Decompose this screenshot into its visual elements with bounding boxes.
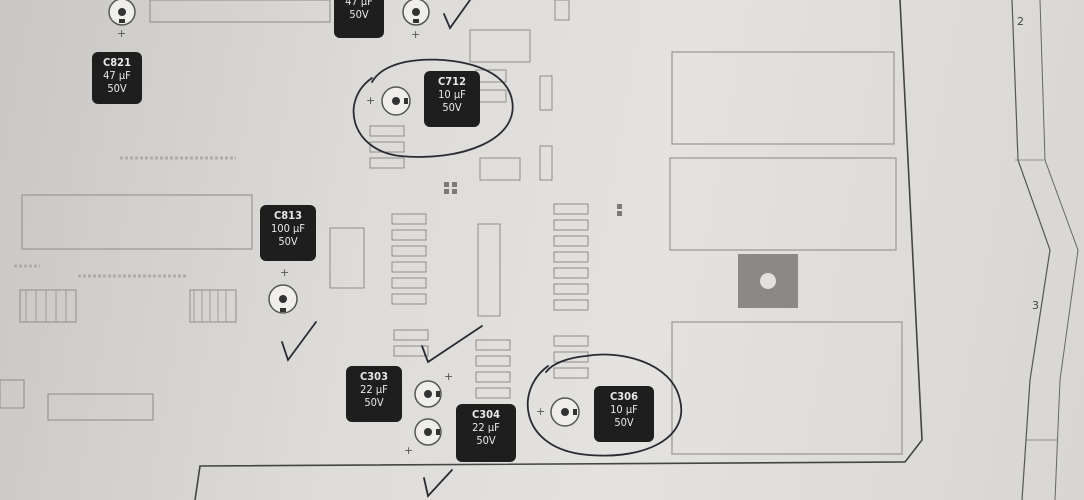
capacitor-value: 100 µF xyxy=(270,222,305,235)
capacitor-label-top: 47 µF 50V xyxy=(334,0,384,38)
polarity-plus: + xyxy=(411,28,421,41)
capacitor-ref: C306 xyxy=(610,390,638,403)
capacitor-value: 47 µF xyxy=(345,0,373,8)
polarity-plus: + xyxy=(536,405,546,418)
polarity-plus: + xyxy=(404,444,414,457)
check-mark xyxy=(281,321,317,362)
capacitor-ref: C821 xyxy=(103,56,131,69)
capacitor-label-c712: C712 10 µF 50V xyxy=(424,71,480,127)
capacitor-label-c821: C821 47 µF 50V xyxy=(92,52,142,104)
margin-mark: 3 xyxy=(1032,299,1039,312)
capacitor-voltage: 50V xyxy=(349,8,369,21)
polarity-plus: + xyxy=(117,27,127,40)
component-outline xyxy=(47,393,154,421)
capacitor-ref: C712 xyxy=(438,75,466,88)
board-outline xyxy=(194,0,923,500)
capacitor-voltage: 50V xyxy=(364,396,384,409)
capacitor-voltage: 50V xyxy=(107,82,127,95)
component-outline xyxy=(149,0,331,23)
polarity-plus: + xyxy=(444,370,454,383)
capacitor-value: 10 µF xyxy=(438,88,466,101)
polarity-plus: + xyxy=(366,94,376,107)
margin-mark: 2 xyxy=(1017,15,1024,28)
capacitor-voltage: 50V xyxy=(442,101,462,114)
capacitor-label-c304: C304 22 µF 50V xyxy=(456,404,516,462)
capacitor-label-c306: C306 10 µF 50V xyxy=(594,386,654,442)
ink-circle-c712 xyxy=(352,58,514,158)
capacitor-voltage: 50V xyxy=(278,235,298,248)
component-outline xyxy=(21,194,253,250)
ink-circle-c306 xyxy=(526,353,683,457)
capacitor-ref: C813 xyxy=(274,209,302,222)
component-outline xyxy=(669,157,897,251)
capacitor-ref: C304 xyxy=(472,408,500,421)
capacitor-voltage: 50V xyxy=(614,416,634,429)
component-outline xyxy=(671,51,895,145)
check-mark xyxy=(423,469,453,498)
capacitor-value: 22 µF xyxy=(360,383,388,396)
handwritten-annotations xyxy=(281,0,683,498)
capacitor-label-c303: C303 22 µF 50V xyxy=(346,366,402,422)
capacitor-footprints xyxy=(108,0,580,446)
capacitor-label-c813: C813 100 µF 50V xyxy=(260,205,316,261)
capacitor-value: 10 µF xyxy=(610,403,638,416)
check-mark xyxy=(421,325,483,364)
capacitor-ref: C303 xyxy=(360,370,388,383)
polarity-plus: + xyxy=(280,266,290,279)
check-mark xyxy=(443,0,471,30)
component-outline xyxy=(671,321,903,455)
margin-line-2 xyxy=(1039,0,1079,500)
capacitor-value: 22 µF xyxy=(472,421,500,434)
capacitor-voltage: 50V xyxy=(476,434,496,447)
margin-line xyxy=(1011,0,1051,500)
capacitor-value: 47 µF xyxy=(103,69,131,82)
